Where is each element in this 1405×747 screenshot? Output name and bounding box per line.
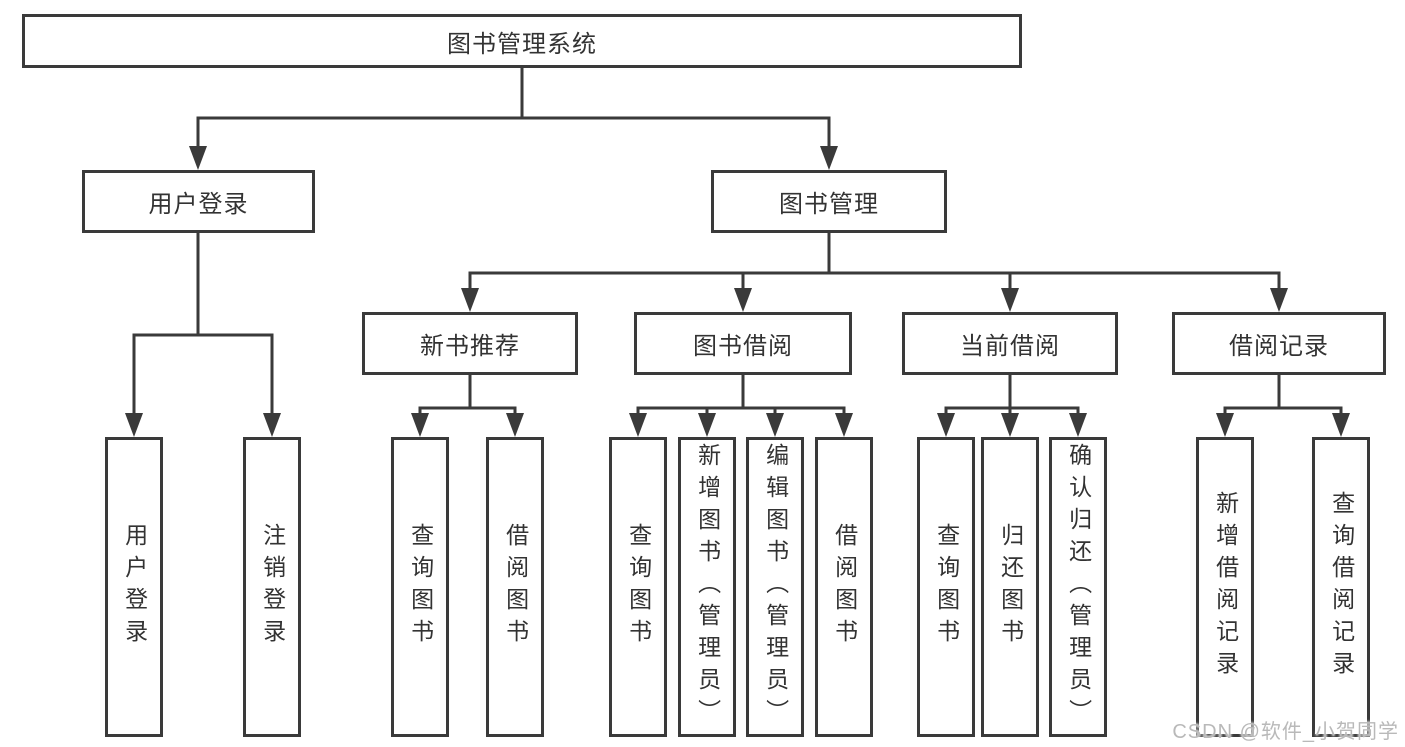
connector-lines <box>132 68 1343 414</box>
leaf-query-books-current: 查询图书 <box>917 437 975 737</box>
node-current-borrowing: 当前借阅 <box>902 312 1118 375</box>
watermark: CSDN @软件_小贺同学 <box>1172 721 1399 743</box>
leaf-add-borrow-record-label: 新增借阅记录 <box>1212 491 1239 683</box>
node-library-system-label: 图书管理系统 <box>447 30 597 58</box>
leaf-query-books-recommend: 查询图书 <box>391 437 449 737</box>
leaf-borrow-books-borrowing-label: 借阅图书 <box>831 523 858 651</box>
leaf-add-books-admin: 新增图书（管理员） <box>678 437 736 737</box>
node-current-borrowing-label: 当前借阅 <box>960 333 1060 360</box>
leaf-edit-books-admin: 编辑图书（管理员） <box>746 437 804 737</box>
node-book-management: 图书管理 <box>711 170 947 233</box>
leaf-return-books: 归还图书 <box>981 437 1039 737</box>
leaf-user-login: 用户登录 <box>105 437 163 737</box>
leaf-confirm-return-admin-label: 确认归还（管理员） <box>1065 443 1092 731</box>
leaf-borrow-books-recommend-label: 借阅图书 <box>502 523 529 651</box>
leaf-borrow-books-borrowing: 借阅图书 <box>815 437 873 737</box>
leaf-user-login-label: 用户登录 <box>121 523 148 651</box>
leaf-query-books-borrowing-label: 查询图书 <box>625 523 652 651</box>
leaf-add-books-admin-label: 新增图书（管理员） <box>694 443 721 731</box>
leaf-edit-books-admin-label: 编辑图书（管理员） <box>762 443 789 731</box>
node-book-management-label: 图书管理 <box>779 191 879 218</box>
leaf-query-borrow-record: 查询借阅记录 <box>1312 437 1370 737</box>
node-book-borrowing: 图书借阅 <box>634 312 852 375</box>
leaf-confirm-return-admin: 确认归还（管理员） <box>1049 437 1107 737</box>
node-new-book-recommend-label: 新书推荐 <box>420 333 520 360</box>
node-borrowing-records-label: 借阅记录 <box>1229 333 1329 360</box>
leaf-add-borrow-record: 新增借阅记录 <box>1196 437 1254 737</box>
leaf-borrow-books-recommend: 借阅图书 <box>486 437 544 737</box>
leaf-query-books-recommend-label: 查询图书 <box>407 523 434 651</box>
leaf-query-books-current-label: 查询图书 <box>933 523 960 651</box>
arrow-down-icons <box>125 146 1350 437</box>
node-book-borrowing-label: 图书借阅 <box>693 333 793 360</box>
leaf-return-books-label: 归还图书 <box>997 523 1024 651</box>
node-new-book-recommend: 新书推荐 <box>362 312 578 375</box>
leaf-query-books-borrowing: 查询图书 <box>609 437 667 737</box>
leaf-logout-login: 注销登录 <box>243 437 301 737</box>
node-user-login: 用户登录 <box>82 170 315 233</box>
node-user-login-label: 用户登录 <box>148 191 249 218</box>
leaf-query-borrow-record-label: 查询借阅记录 <box>1328 491 1355 683</box>
node-borrowing-records: 借阅记录 <box>1172 312 1386 375</box>
leaf-logout-login-label: 注销登录 <box>259 523 286 651</box>
node-library-system: 图书管理系统 <box>22 14 1022 68</box>
